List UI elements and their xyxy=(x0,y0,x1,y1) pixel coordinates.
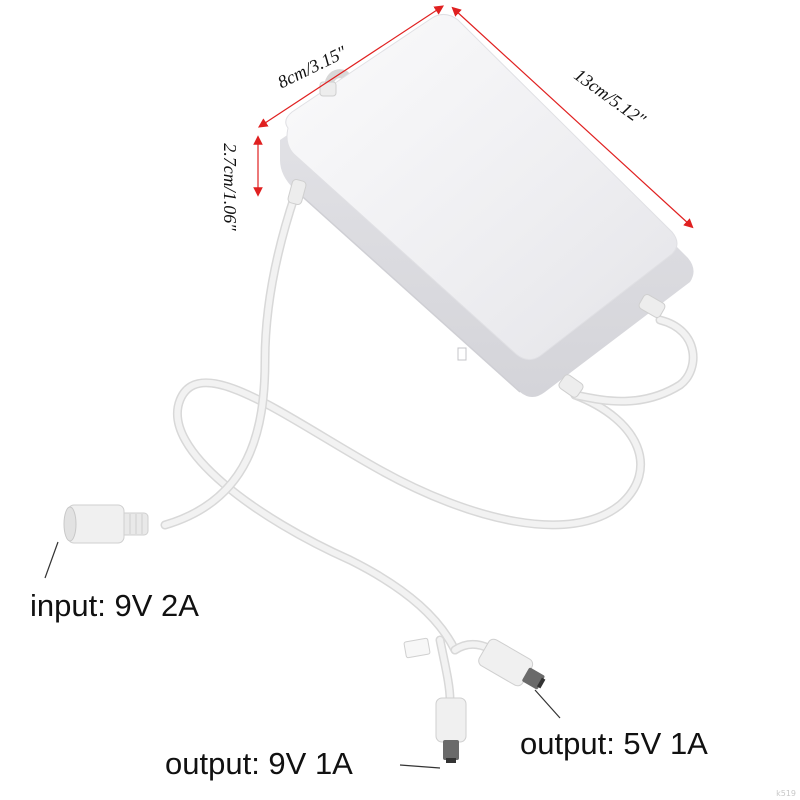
output-plug-9v xyxy=(435,697,467,763)
output-plug-5v xyxy=(478,638,546,690)
output-cable xyxy=(173,378,646,655)
input-cable xyxy=(160,190,300,530)
input-plug xyxy=(63,504,149,544)
watermark: k519 xyxy=(776,789,796,798)
dimension-arrows xyxy=(253,5,694,229)
output-5v-spec-label: output: 5V 1A xyxy=(520,726,708,761)
dimension-height-label: 2.7cm/1.06″ xyxy=(220,143,240,231)
input-spec-label: input: 9V 2A xyxy=(30,588,199,623)
leader-lines xyxy=(44,541,561,769)
cable-tag xyxy=(403,637,431,659)
output-9v-spec-label: output: 9V 1A xyxy=(165,746,353,781)
